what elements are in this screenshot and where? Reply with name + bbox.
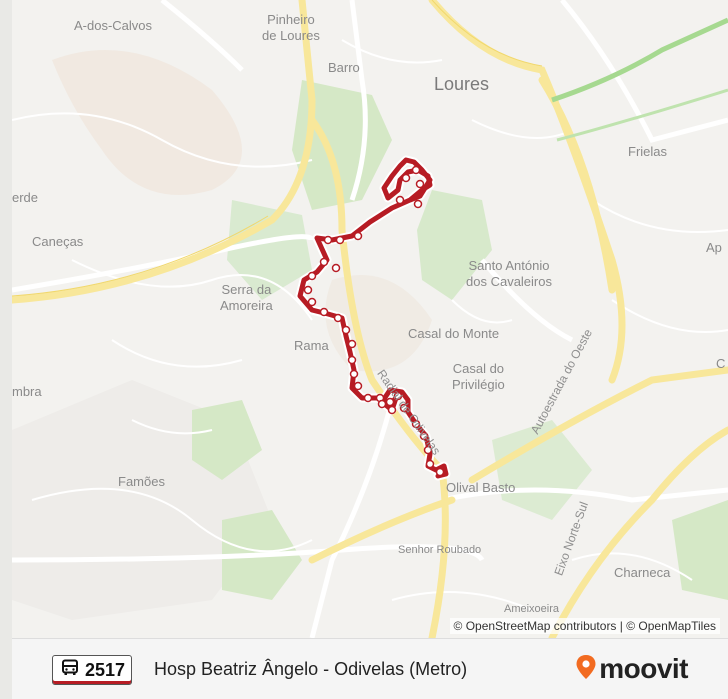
motorway-2 (556, 88, 728, 142)
route-stop[interactable] (319, 257, 329, 267)
place-a-dos-calvos: A-dos-Calvos (74, 18, 153, 33)
moovit-pin-icon (575, 654, 597, 685)
green-area-central (417, 190, 492, 300)
route-stop[interactable] (347, 339, 357, 349)
moovit-wordmark: moovit (599, 653, 688, 684)
route-stop[interactable] (425, 459, 435, 469)
route-stop[interactable] (353, 381, 363, 391)
place-ramada: Rama (294, 338, 329, 353)
map-canvas[interactable]: A-dos-Calvos Pinheiro de Loures Barro Lo… (12, 0, 728, 638)
place-serra-da-amoreira: Serra da Amoreira (220, 282, 273, 313)
terrain-shade (52, 50, 242, 195)
route-stop[interactable] (415, 179, 425, 189)
route-stops (303, 165, 445, 477)
place-pinheiro-de-loures: Pinheiro de Loures (262, 12, 320, 43)
route-stop[interactable] (393, 391, 403, 401)
place-charneca: Charneca (614, 565, 671, 580)
route-stop[interactable] (385, 397, 395, 407)
route-stop[interactable] (323, 235, 333, 245)
place-casal-do-monte: Casal do Monte (408, 326, 500, 341)
place-barro: Barro (328, 60, 360, 75)
map-attribution[interactable]: © OpenStreetMap contributors | © OpenMap… (449, 618, 720, 634)
motorway (551, 17, 728, 103)
place-famoes: Famões (118, 474, 165, 489)
route-stop[interactable] (307, 271, 317, 281)
route-stop[interactable] (307, 297, 317, 307)
route-stop[interactable] (335, 235, 345, 245)
route-stop[interactable] (419, 431, 429, 441)
route-footer: 2517 Hosp Beatriz Ângelo - Odivelas (Met… (12, 638, 728, 699)
major-road-edges (12, 0, 543, 297)
route-stop[interactable] (413, 199, 423, 209)
green-area-east (492, 420, 592, 520)
route-stop[interactable] (331, 263, 341, 273)
moovit-logo[interactable]: moovit (575, 653, 688, 685)
place-canecas: Caneças (32, 234, 84, 249)
route-badge: 2517 (52, 655, 133, 685)
route-stop[interactable] (353, 231, 363, 241)
place-ambra: mbra (12, 384, 42, 399)
route-stop[interactable] (423, 445, 433, 455)
place-santo-antonio-dos-cavaleiros: Santo António dos Cavaleiros (466, 258, 552, 289)
route-stop[interactable] (349, 369, 359, 379)
route-stop[interactable] (319, 307, 329, 317)
route-stop[interactable] (387, 405, 397, 415)
place-casal-do-privilegio: Casal do Privilégio (452, 361, 505, 392)
green-area-southeast (672, 500, 728, 600)
place-senhor-roubado: Senhor Roubado (398, 544, 482, 556)
place-loures: Loures (434, 74, 490, 94)
minor-streets (12, 39, 728, 611)
route-stop[interactable] (395, 195, 405, 205)
route-line (297, 157, 449, 479)
route-stop[interactable] (363, 393, 373, 403)
green-area-southwest (192, 400, 262, 480)
route-stop[interactable] (303, 285, 313, 295)
route-stop[interactable] (411, 165, 421, 175)
route-stop[interactable] (333, 313, 343, 323)
route-stop[interactable] (341, 325, 351, 335)
place-frielas: Frielas (628, 144, 668, 159)
route-stop[interactable] (401, 173, 411, 183)
route-stop[interactable] (347, 355, 357, 365)
place-verde: erde (12, 190, 39, 205)
bus-icon (61, 659, 79, 682)
place-ameixoeira: Ameixoeira (504, 603, 560, 615)
place-ap: Ap (706, 240, 722, 255)
route-stop[interactable] (435, 467, 445, 477)
route-stop[interactable] (411, 419, 421, 429)
route-stop[interactable] (377, 399, 387, 409)
route-number: 2517 (85, 659, 126, 680)
place-olival-basto: Olival Basto (446, 480, 516, 495)
map-graphics (12, 0, 728, 638)
place-c: C (716, 356, 726, 371)
route-name: Hosp Beatriz Ângelo - Odivelas (Metro) (154, 659, 468, 679)
route-stop[interactable] (399, 403, 409, 413)
